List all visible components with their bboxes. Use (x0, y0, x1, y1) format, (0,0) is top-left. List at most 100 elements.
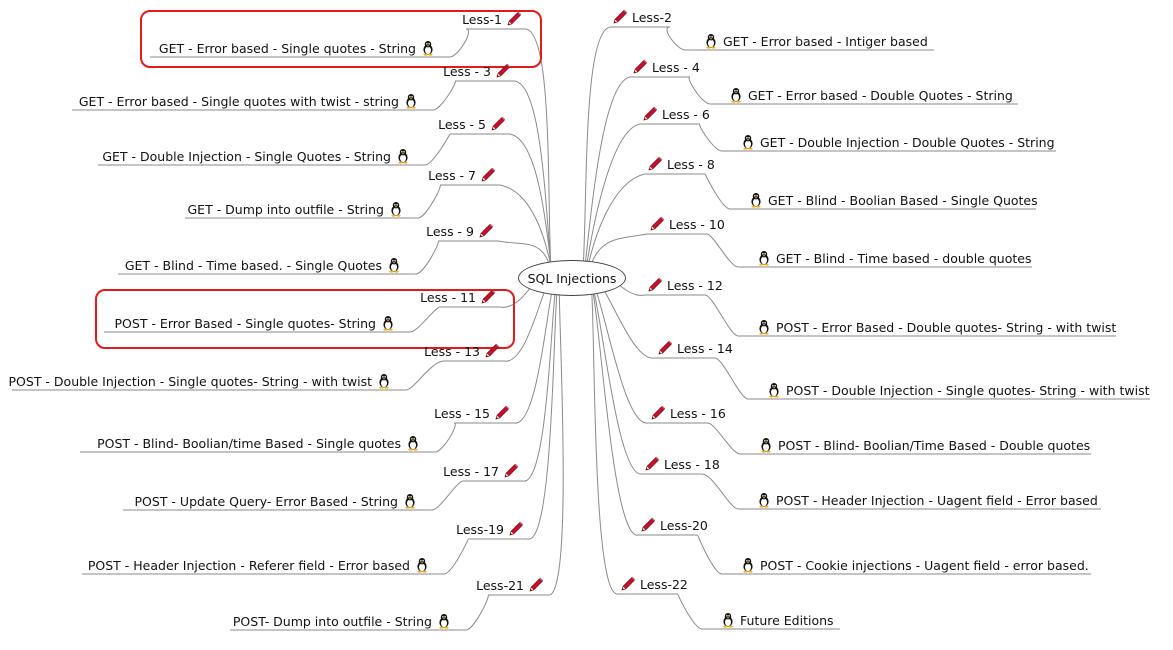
lesson-node[interactable]: Less - 11 (420, 289, 496, 305)
topic-node[interactable]: POST- Dump into outfile - String (233, 613, 452, 629)
topic-node[interactable]: POST - Error Based - Single quotes- Stri… (115, 315, 396, 331)
lesson-node[interactable]: Less-21 (476, 577, 544, 593)
lesson-label: Less-21 (476, 577, 524, 593)
topic-label: GET - Double Injection - Double Quotes -… (760, 134, 1055, 150)
pencil-icon (643, 106, 658, 121)
lesson-node[interactable]: Less - 6 (642, 106, 710, 122)
topic-node[interactable]: POST - Cookie injections - Uagent field … (740, 557, 1089, 573)
topic-node[interactable]: POST - Double Injection - Single quotes-… (9, 373, 392, 389)
lesson-node[interactable]: Less - 5 (438, 116, 506, 132)
topic-node[interactable]: Future Editions (720, 612, 834, 628)
topic-label: POST - Double Injection - Single quotes-… (8, 373, 372, 389)
sub-branch-line (699, 123, 723, 152)
lesson-node[interactable]: Less - 10 (649, 216, 725, 232)
sub-branch-line (714, 357, 749, 400)
sub-branch-line (443, 538, 469, 575)
lesson-node[interactable]: Less - 8 (647, 156, 715, 172)
lesson-node[interactable]: Less-1 (462, 11, 522, 27)
topic-node[interactable]: GET - Error based - Intiger based (703, 33, 928, 49)
lesson-node[interactable]: Less-19 (456, 521, 524, 537)
pencil-icon (613, 9, 628, 24)
root-node[interactable]: SQL Injections (518, 260, 626, 296)
linux-tux-icon (423, 41, 433, 56)
topic-node[interactable]: GET - Double Injection - Double Quotes -… (740, 134, 1055, 150)
topic-node[interactable]: GET - Double Injection - Single Quotes -… (102, 148, 411, 164)
topic-node[interactable]: GET - Error based - Single quotes - Stri… (159, 40, 436, 56)
topic-node[interactable]: POST - Update Query- Error Based - Strin… (135, 493, 418, 509)
branch-line (525, 28, 554, 294)
topic-label: POST - Error Based - Single quotes- Stri… (114, 315, 376, 331)
pencil-icon (507, 11, 522, 26)
sub-branch-line (434, 422, 456, 453)
lesson-node[interactable]: Less - 18 (644, 456, 720, 472)
lesson-node[interactable]: Less - 15 (434, 405, 510, 421)
lesson-node[interactable]: Less - 13 (424, 343, 500, 359)
topic-node[interactable]: POST - Double Injection - Single quotes-… (766, 382, 1149, 398)
linux-tux-icon (391, 202, 401, 217)
lesson-label: Less-20 (660, 517, 708, 533)
linux-tux-icon (759, 251, 769, 266)
lesson-node[interactable]: Less - 17 (443, 463, 519, 479)
pencil-icon (481, 289, 496, 304)
lesson-label: Less - 9 (426, 223, 474, 239)
lesson-node[interactable]: Less - 12 (647, 277, 723, 293)
topic-node[interactable]: GET - Error based - Double Quotes - Stri… (728, 87, 1013, 103)
topic-label: GET - Error based - Single quotes with t… (78, 93, 399, 109)
topic-node[interactable]: GET - Blind - Time based - double quotes (756, 250, 1031, 266)
linux-tux-icon (389, 258, 399, 273)
topic-label: POST - Header Injection - Referer field … (87, 557, 410, 573)
pencil-icon (496, 63, 511, 78)
sub-branch-line (415, 240, 439, 275)
topic-label: POST- Dump into outfile - String (232, 613, 432, 629)
pencil-icon (504, 463, 519, 478)
sub-branch-line (432, 80, 456, 111)
branch-line (588, 286, 619, 595)
lesson-label: Less-1 (462, 11, 502, 27)
topic-node[interactable]: GET - Blind - Boolian Based - Single Quo… (748, 192, 1038, 208)
lesson-node[interactable]: Less - 3 (443, 63, 511, 79)
lesson-label: Less - 17 (443, 463, 499, 479)
topic-node[interactable]: POST - Blind- Boolian/time Based - Singl… (97, 435, 421, 451)
sub-branch-line (409, 306, 441, 333)
lesson-node[interactable]: Less - 14 (657, 340, 733, 356)
topic-node[interactable]: POST - Blind- Boolian/Time Based - Doubl… (758, 437, 1090, 453)
linux-tux-icon (405, 494, 415, 509)
topic-node[interactable]: GET - Blind - Time based. - Single Quote… (125, 257, 402, 273)
linux-tux-icon (408, 436, 418, 451)
lesson-node[interactable]: Less - 9 (426, 223, 494, 239)
linux-tux-icon (398, 149, 408, 164)
sub-branch-line (417, 184, 441, 219)
topic-label: POST - Double Injection - Single quotes-… (786, 382, 1150, 398)
topic-node[interactable]: POST - Error Based - Double quotes- Stri… (756, 319, 1116, 335)
lesson-node[interactable]: Less - 4 (632, 59, 700, 75)
lesson-node[interactable]: Less-2 (612, 9, 672, 25)
linux-tux-icon (379, 374, 389, 389)
lesson-label: Less - 16 (670, 405, 726, 421)
lesson-label: Less - 13 (424, 343, 480, 359)
topic-label: POST - Blind- Boolian/time Based - Singl… (97, 435, 401, 451)
lesson-node[interactable]: Less-22 (620, 576, 688, 592)
pencil-icon (645, 456, 660, 471)
sub-branch-line (424, 133, 451, 166)
topic-node[interactable]: GET - Error based - Single quotes with t… (79, 93, 419, 109)
topic-node[interactable]: GET - Dump into outfile - String (188, 201, 405, 217)
pencil-icon (648, 156, 663, 171)
sub-branch-line (704, 173, 731, 210)
pencil-icon (529, 577, 544, 592)
sub-branch-line (706, 233, 739, 268)
lesson-node[interactable]: Less - 16 (650, 405, 726, 421)
linux-tux-icon (761, 438, 771, 453)
lesson-node[interactable]: Less-20 (640, 517, 708, 533)
topic-label: GET - Blind - Time based - double quotes (776, 250, 1032, 266)
sub-branch-line (677, 593, 703, 630)
lesson-label: Less-22 (640, 576, 688, 592)
pencil-icon (648, 277, 663, 292)
topic-node[interactable]: POST - Header Injection - Uagent field -… (756, 492, 1098, 508)
topic-label: GET - Double Injection - Single Quotes -… (102, 148, 391, 164)
topic-node[interactable]: POST - Header Injection - Referer field … (88, 557, 430, 573)
lesson-node[interactable]: Less - 7 (428, 167, 496, 183)
linux-tux-icon (383, 316, 393, 331)
branch-line (522, 283, 560, 482)
pencil-icon (658, 340, 673, 355)
